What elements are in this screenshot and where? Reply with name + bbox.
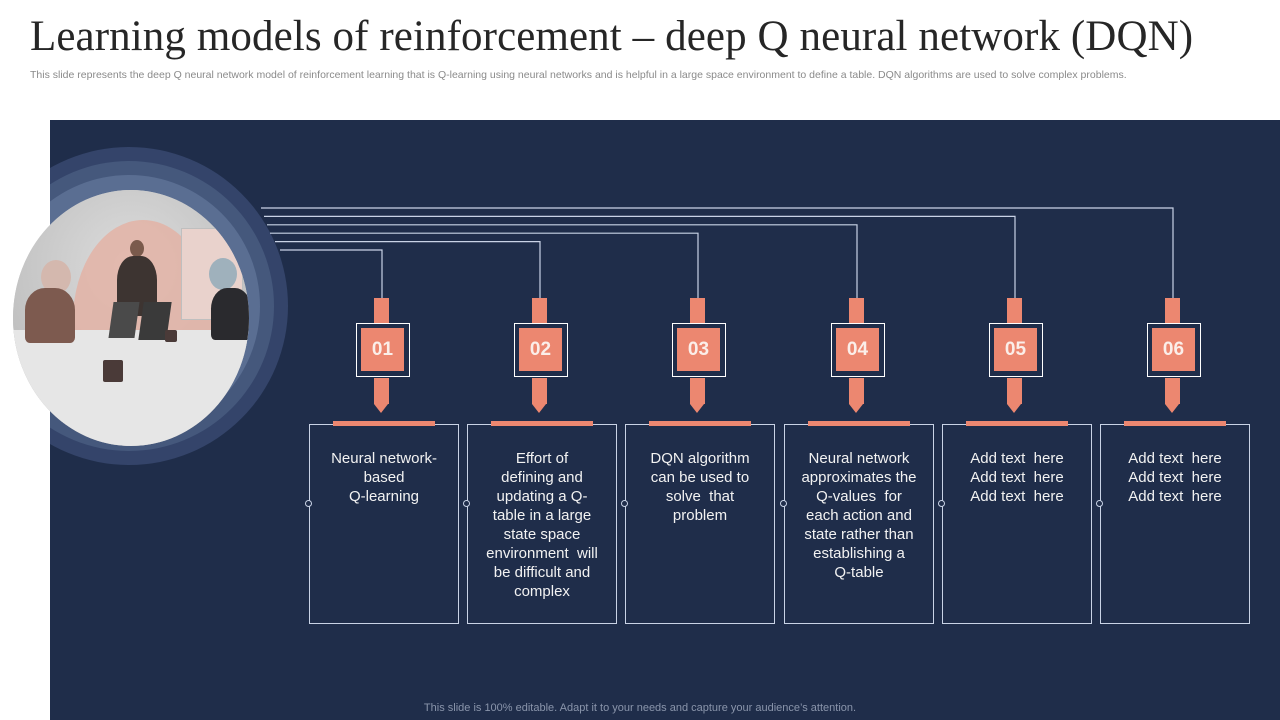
step-text-line: Effort of [515, 450, 569, 467]
step-number-box: 02 [514, 323, 568, 377]
card-accent-bar [333, 421, 435, 426]
card-handle-dot [938, 500, 945, 507]
card-handle-dot [1096, 500, 1103, 507]
arrow-tip-icon [849, 404, 863, 413]
card-accent-bar [808, 421, 910, 426]
slide-title: Learning models of reinforcement – deep … [30, 13, 1194, 60]
connector-bar-top [690, 298, 705, 324]
card-accent-bar [649, 421, 751, 426]
connector-line-05 [264, 215, 1016, 298]
step-text-line: establishing a [813, 545, 905, 562]
step-text-line: solve that [665, 488, 735, 505]
step-text-line: based [363, 469, 405, 486]
step-number-box: 06 [1147, 323, 1201, 377]
connector-bar-top [374, 298, 389, 324]
card-accent-bar [1124, 421, 1226, 426]
card-handle-dot [463, 500, 470, 507]
step-text-line: complex [514, 583, 570, 600]
connector-bar-top [1007, 298, 1022, 324]
slide-subtitle: This slide represents the deep Q neural … [30, 69, 1127, 81]
step-number: 01 [361, 328, 404, 371]
connector-bar-top [532, 298, 547, 324]
step-number-box: 01 [356, 323, 410, 377]
connector-line-02 [275, 241, 541, 298]
step-text-line: Add text here [970, 469, 1064, 486]
connector-line-06 [261, 207, 1174, 298]
step-number: 06 [1152, 328, 1195, 371]
step-number: 03 [677, 328, 720, 371]
step-number-box: 05 [989, 323, 1043, 377]
step-number: 04 [836, 328, 879, 371]
step-text-line: Add text here [970, 450, 1064, 467]
step-text-line: each action and [806, 507, 912, 524]
connector-bar-bottom [690, 378, 705, 404]
step-text-line: updating a Q- [496, 488, 588, 505]
team-meeting-photo [13, 190, 249, 446]
step-text-line: Q-values for [816, 488, 902, 505]
connector-bar-bottom [532, 378, 547, 404]
card-accent-bar [491, 421, 593, 426]
connector-line-04 [267, 224, 858, 298]
step-text-line: Neural network- [331, 450, 437, 467]
connector-line-01 [280, 249, 383, 298]
step-text-line: Add text here [1128, 469, 1222, 486]
step-text-line: defining and [501, 469, 583, 486]
step-text-line: can be used to [650, 469, 750, 486]
arrow-tip-icon [374, 404, 388, 413]
step-text-line: state rather than [804, 526, 914, 543]
connector-bar-top [1165, 298, 1180, 324]
connector-bar-bottom [849, 378, 864, 404]
step-text-line: Q-learning [348, 488, 420, 505]
seated-person-right [211, 288, 249, 340]
step-text-line: state space [503, 526, 581, 543]
step-text-line: table in a large [492, 507, 592, 524]
step-text-line: Q-table [834, 564, 884, 581]
arrow-tip-icon [1007, 404, 1021, 413]
step-text-line: Add text here [1128, 488, 1222, 505]
card-handle-dot [621, 500, 628, 507]
arrow-tip-icon [1165, 404, 1179, 413]
step-number-box: 03 [672, 323, 726, 377]
seated-person-left [25, 288, 75, 343]
step-text-line: environment will [486, 545, 598, 562]
step-text-line: Add text here [970, 488, 1064, 505]
arrow-tip-icon [532, 404, 546, 413]
step-number-box: 04 [831, 323, 885, 377]
card-handle-dot [780, 500, 787, 507]
step-text-line: problem [672, 507, 728, 524]
footer-note: This slide is 100% editable. Adapt it to… [423, 702, 857, 714]
step-text-line: DQN algorithm [650, 450, 750, 467]
step-text-line: be difficult and [493, 564, 591, 581]
card-handle-dot [305, 500, 312, 507]
connector-bar-bottom [374, 378, 389, 404]
step-number: 02 [519, 328, 562, 371]
connector-line-03 [270, 232, 699, 298]
arrow-tip-icon [690, 404, 704, 413]
step-text: Effort of defining and updating a Q-table … [478, 449, 606, 601]
step-text: DQN algorithm can be used to solve that pro… [636, 449, 764, 525]
step-card: Effort of defining and updating a Q-table … [467, 424, 617, 624]
step-text-line: Neural network [808, 450, 910, 467]
step-text-line: Add text here [1128, 450, 1222, 467]
step-number: 05 [994, 328, 1037, 371]
connector-bar-bottom [1165, 378, 1180, 404]
step-card: DQN algorithm can be used to solve that pro… [625, 424, 775, 624]
step-text-line: approximates the [801, 469, 917, 486]
card-accent-bar [966, 421, 1068, 426]
connector-bar-top [849, 298, 864, 324]
connector-bar-bottom [1007, 378, 1022, 404]
